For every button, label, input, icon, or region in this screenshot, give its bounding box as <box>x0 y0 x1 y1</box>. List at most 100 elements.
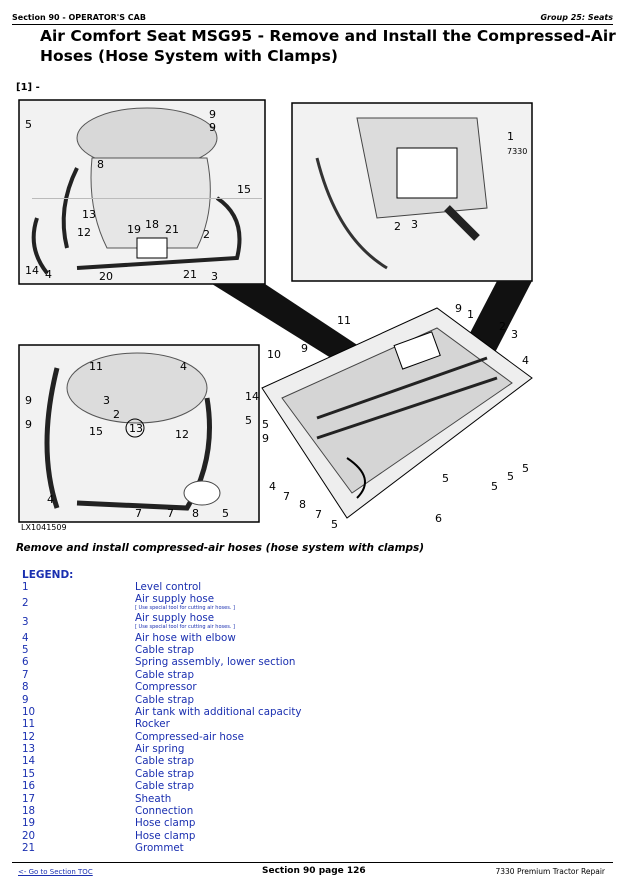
svg-text:6: 6 <box>435 512 442 525</box>
svg-text:13: 13 <box>82 208 96 221</box>
legend-item-number: 2 <box>22 596 29 609</box>
svg-text:3: 3 <box>211 270 218 283</box>
diagram-panel-top-right <box>291 102 533 282</box>
legend-item-text[interactable]: Cable strap <box>135 643 194 656</box>
legend-item-text[interactable]: Spring assembly, lower section <box>135 656 296 669</box>
legend-item-text[interactable]: Level control <box>135 581 202 594</box>
callouts-bottom-left: 11 4 9 3 2 14 9 15 13 12 5 4 7 7 8 5 <box>25 360 259 520</box>
svg-text:10: 10 <box>267 348 281 361</box>
legend-item-text[interactable]: Air supply hose <box>135 612 215 625</box>
legend-item: 19 Hose clamp <box>22 817 542 829</box>
legend-item-text[interactable]: Cable strap <box>135 780 194 793</box>
legend-item: 12 Compressed-air hose <box>22 731 542 743</box>
svg-text:7: 7 <box>135 507 142 520</box>
legend-item-text[interactable]: Compressor <box>135 681 197 694</box>
svg-text:5: 5 <box>222 507 229 520</box>
legend-item-description: Hose clamp <box>135 817 195 829</box>
svg-text:5: 5 <box>245 414 252 427</box>
legend-item-description: Sheath <box>135 793 171 805</box>
svg-text:9: 9 <box>25 418 32 431</box>
svg-text:5: 5 <box>507 470 514 483</box>
legend-item-text[interactable]: Cable strap <box>135 755 194 768</box>
diagram-panel-bottom-left <box>18 344 260 523</box>
svg-text:7330: 7330 <box>507 147 527 156</box>
legend-item-text[interactable]: Sheath <box>135 792 172 805</box>
svg-text:12: 12 <box>77 226 91 239</box>
svg-text:21: 21 <box>165 223 179 236</box>
legend-item-note: [ Use special tool for cutting air hoses… <box>135 605 235 612</box>
svg-text:5: 5 <box>491 480 498 493</box>
svg-text:14: 14 <box>25 264 39 277</box>
legend-item-text[interactable]: Rocker <box>135 718 170 731</box>
legend-item-description: Air spring <box>135 743 184 755</box>
legend-item-number: 3 <box>22 615 29 628</box>
svg-text:5: 5 <box>522 462 529 475</box>
svg-text:7: 7 <box>167 507 174 520</box>
svg-text:20: 20 <box>99 270 113 283</box>
svg-text:9: 9 <box>25 394 32 407</box>
legend-item-text[interactable]: Hose clamp <box>135 829 196 842</box>
svg-text:2: 2 <box>203 228 210 241</box>
figure-caption: Remove and install compressed-air hoses … <box>16 542 425 554</box>
legend-item: 15 Cable strap <box>22 768 542 780</box>
legend-title: LEGEND: <box>22 569 74 581</box>
manual-title: 7330 Premium Tractor Repair <box>495 867 605 876</box>
group-label: Group 25: Seats <box>540 13 613 22</box>
svg-text:9: 9 <box>455 302 462 315</box>
legend-item-text[interactable]: Compressed-air hose <box>135 730 244 743</box>
legend-item-text[interactable]: Air hose with elbow <box>135 631 236 644</box>
legend-item-description: Air supply hose[ Use special tool for cu… <box>135 612 235 631</box>
svg-text:15: 15 <box>89 425 103 438</box>
callouts-center: 11 9 1 2 3 10 9 4 5 5 5 5 5 4 7 8 7 5 6 … <box>262 302 529 531</box>
page-number: Section 90 page 126 <box>262 866 366 876</box>
svg-text:1: 1 <box>507 130 514 143</box>
legend-item-text[interactable]: Cable strap <box>135 668 194 681</box>
legend-item-description: Cable strap <box>135 780 194 792</box>
svg-text:4: 4 <box>269 480 276 493</box>
legend-item-text[interactable]: Air spring <box>135 743 185 756</box>
legend-item-note: [ Use special tool for cutting air hoses… <box>135 624 235 631</box>
legend-item-number: 4 <box>22 631 29 644</box>
svg-text:2: 2 <box>113 408 120 421</box>
legend-item-description: Spring assembly, lower section <box>135 656 295 668</box>
legend-item-number: 12 <box>22 730 36 743</box>
legend-item-text[interactable]: Air supply hose <box>135 593 215 606</box>
legend-item: 17 Sheath <box>22 792 542 805</box>
legend-item-number: 19 <box>22 817 36 830</box>
svg-text:3: 3 <box>103 394 110 407</box>
svg-text:4: 4 <box>45 268 52 281</box>
legend-item-description: Grommet <box>135 842 184 854</box>
legend-item-number: 15 <box>22 767 36 780</box>
callouts-top-right: 1 7330 2 3 <box>394 130 527 233</box>
toc-link[interactable]: <- Go to Section TOC <box>18 868 93 876</box>
image-id: LX1041509 <box>21 523 67 532</box>
legend-item-text[interactable]: Air tank with additional capacity <box>135 705 302 718</box>
legend-item-text[interactable]: Connection <box>135 805 194 818</box>
svg-text:11: 11 <box>337 314 351 327</box>
legend-item-number: 1 <box>22 581 29 594</box>
legend-item-description: Connection <box>135 805 193 817</box>
legend-item-description: Air hose with elbow <box>135 632 236 644</box>
svg-text:4: 4 <box>180 360 187 373</box>
legend-item-text[interactable]: Grommet <box>135 842 184 855</box>
diagram-panel-center <box>261 307 533 519</box>
svg-text:3: 3 <box>511 328 518 341</box>
svg-text:18: 18 <box>145 218 159 231</box>
legend-item-number: 17 <box>22 792 36 805</box>
legend-item-description: Cable strap <box>135 644 194 656</box>
legend-item: 3 Air supply hose[ Use special tool for c… <box>22 612 542 631</box>
legend-item-description: Hose clamp <box>135 830 195 842</box>
svg-text:8: 8 <box>299 498 306 511</box>
page-footer: <- Go to Section TOC Section 90 page 126… <box>12 862 613 883</box>
legend-item-text[interactable]: Cable strap <box>135 767 194 780</box>
legend-item-description: Cable strap <box>135 694 194 706</box>
legend-item-text[interactable]: Hose clamp <box>135 817 196 830</box>
legend-item-text[interactable]: Cable strap <box>135 693 194 706</box>
legend-item: 1 Level control <box>22 581 542 593</box>
